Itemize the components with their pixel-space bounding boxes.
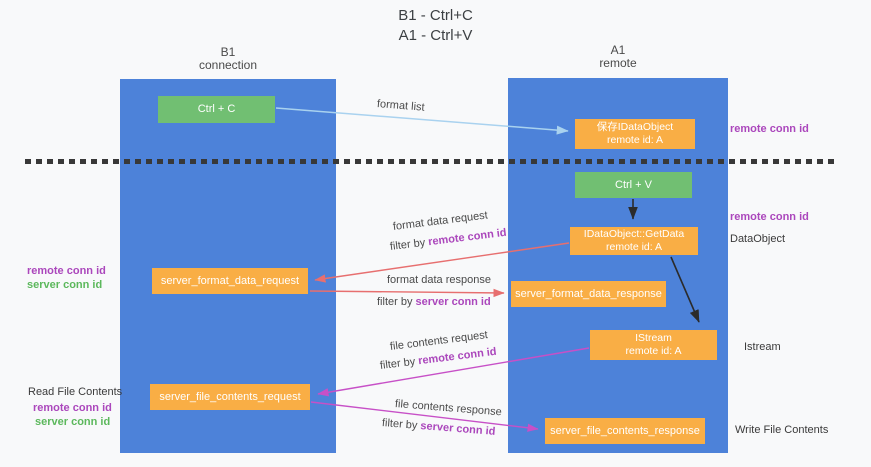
istream-line2: remote id: A bbox=[625, 345, 682, 357]
ctrl-v-box: Ctrl + V bbox=[575, 172, 692, 198]
filter-by-server-conn-id-label-2: filter by server conn id bbox=[382, 417, 496, 438]
getdata-line1: IDataObject::GetData bbox=[583, 228, 685, 240]
save-idataobject-line1: 保存IDataObject bbox=[596, 121, 674, 133]
right-column-header: A1 remote bbox=[508, 44, 728, 70]
right-column-name: A1 bbox=[610, 43, 626, 57]
save-idataobject-box: 保存IDataObject remote id: A bbox=[575, 119, 695, 149]
server-format-data-response-label: server_format_data_response bbox=[515, 287, 662, 300]
server-conn-id-left-2: server conn id bbox=[35, 416, 111, 428]
format-data-response-arrow bbox=[309, 288, 505, 298]
istream-box: IStream remote id: A bbox=[590, 330, 717, 360]
server-file-contents-response-label: server_file_contents_response bbox=[550, 424, 700, 437]
title-line-1: B1 - Ctrl+C bbox=[398, 7, 473, 24]
title-line-2: A1 - Ctrl+V bbox=[398, 27, 473, 44]
idataobject-getdata-box: IDataObject::GetData remote id: A bbox=[570, 227, 698, 255]
dashed-separator-line bbox=[25, 159, 837, 164]
remote-conn-id-text: remote conn id bbox=[427, 226, 508, 249]
ctrl-c-label: Ctrl + C bbox=[197, 103, 236, 115]
remote-conn-id-right-2: remote conn id bbox=[730, 211, 809, 223]
dataobject-label: DataObject bbox=[730, 233, 786, 245]
server-conn-id-text: server conn id bbox=[415, 296, 491, 308]
remote-conn-id-right-1: remote conn id bbox=[730, 123, 809, 135]
server-file-contents-request-label: server_file_contents_request bbox=[159, 390, 301, 403]
getdata-line2: remote id: A bbox=[605, 241, 663, 253]
left-column-subtitle: connection bbox=[198, 58, 258, 72]
write-file-contents-label: Write File Contents bbox=[735, 424, 829, 436]
filter-by-text: filter by bbox=[379, 355, 419, 372]
read-file-contents-label: Read File Contents bbox=[28, 386, 123, 398]
istream-line1: IStream bbox=[635, 332, 672, 344]
remote-conn-id-left-1: remote conn id bbox=[27, 265, 106, 277]
diagram-title: B1 - Ctrl+C A1 - Ctrl+V bbox=[0, 6, 871, 46]
filter-by-text: filter by bbox=[381, 417, 421, 433]
server-file-contents-request-box: server_file_contents_request bbox=[150, 384, 310, 410]
format-data-response-label: format data response bbox=[387, 274, 491, 286]
filter-by-server-conn-id-label-1: filter by server conn id bbox=[377, 296, 491, 308]
save-idataobject-line2: remote id: A bbox=[606, 134, 664, 146]
server-file-contents-response-box: server_file_contents_response bbox=[545, 418, 705, 444]
file-contents-response-label: file contents response bbox=[394, 398, 503, 419]
filter-by-text: filter by bbox=[389, 236, 429, 253]
server-format-data-response-box: server_format_data_response bbox=[511, 281, 666, 307]
ctrl-c-box: Ctrl + C bbox=[158, 96, 275, 123]
ctrl-v-label: Ctrl + V bbox=[615, 178, 652, 191]
server-conn-id-text: server conn id bbox=[419, 420, 496, 438]
left-column-name: B1 bbox=[220, 45, 236, 59]
remote-conn-id-left-2: remote conn id bbox=[33, 402, 112, 414]
format-data-request-label: format data request bbox=[392, 209, 489, 233]
left-column-header: B1 connection bbox=[120, 46, 336, 72]
right-column-subtitle: remote bbox=[599, 56, 637, 70]
filter-by-text: filter by bbox=[377, 296, 416, 308]
server-conn-id-left-1: server conn id bbox=[27, 279, 103, 291]
format-list-label: format list bbox=[376, 98, 426, 114]
server-format-data-request-label: server_format_data_request bbox=[160, 274, 300, 287]
istream-side-label: Istream bbox=[744, 341, 781, 353]
remote-conn-id-text: remote conn id bbox=[417, 345, 498, 368]
server-format-data-request-box: server_format_data_request bbox=[152, 268, 308, 294]
